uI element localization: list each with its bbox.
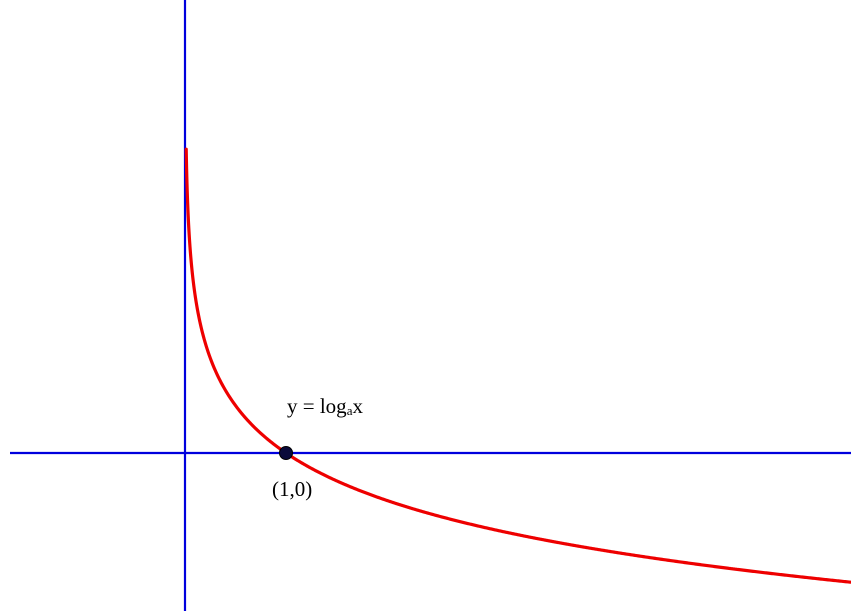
function-label: y = logax	[287, 394, 363, 418]
log-curve	[184, 147, 851, 584]
point-label: (1,0)	[272, 477, 312, 501]
point-one-zero-marker	[279, 446, 293, 460]
function-label-prefix: y = log	[287, 394, 347, 418]
function-label-suffix: x	[352, 394, 363, 418]
function-label-subscript: a	[347, 403, 353, 418]
